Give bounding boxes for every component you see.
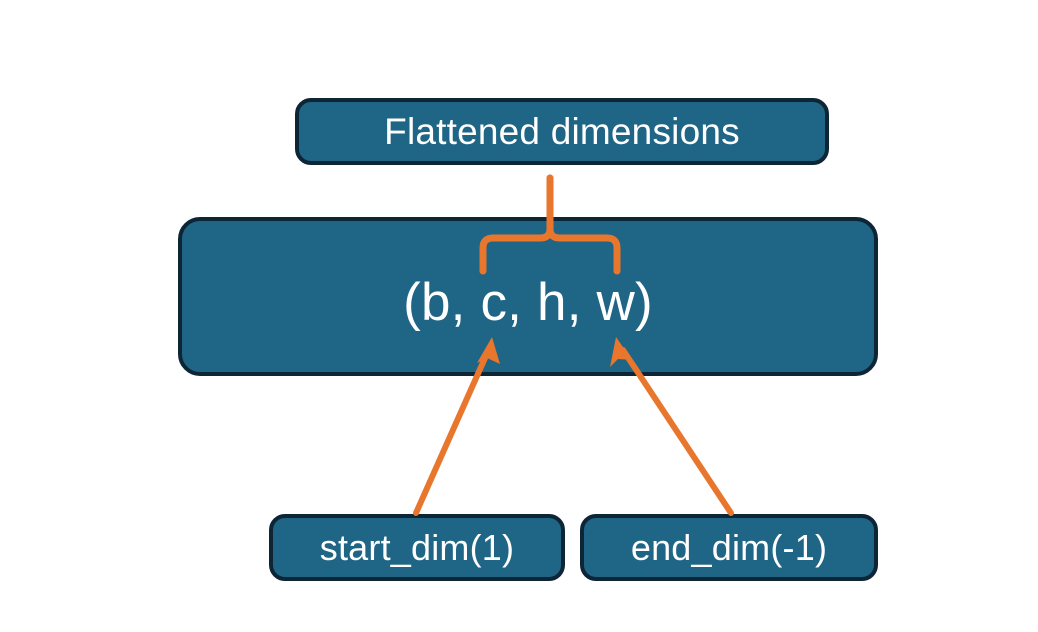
node-end-dim-label: end_dim(-1) (630, 526, 828, 568)
node-tensor-shape-label: (b, c, h, w) (403, 273, 653, 332)
node-end-dim: end_dim(-1) (580, 514, 878, 581)
node-start-dim-label: start_dim(1) (319, 526, 515, 568)
node-flattened-dimensions-label: Flattened dimensions (384, 110, 740, 152)
node-start-dim: start_dim(1) (269, 514, 565, 581)
node-tensor-shape: (b, c, h, w) (178, 217, 878, 376)
node-flattened-dimensions: Flattened dimensions (295, 98, 829, 165)
